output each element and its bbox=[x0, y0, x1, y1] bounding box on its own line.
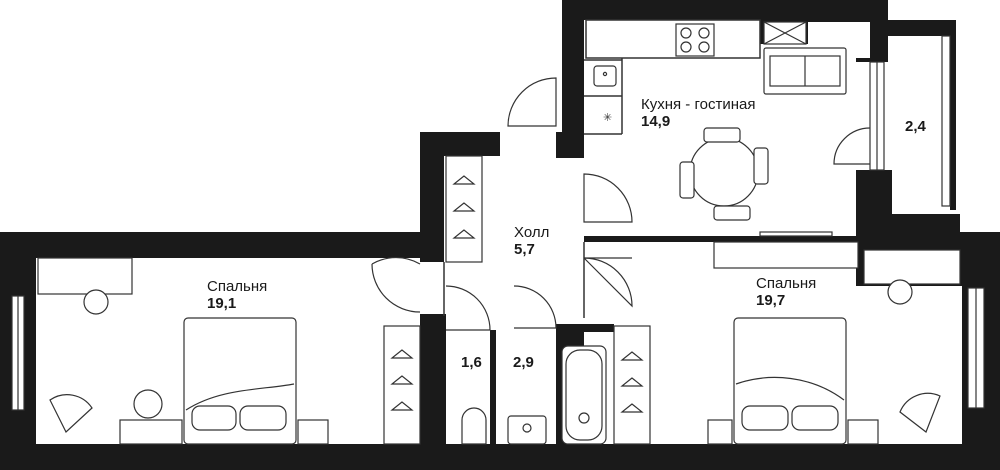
room-label-bedroom-left: Спальня 19,1 bbox=[207, 278, 267, 313]
hall-wardrobe bbox=[445, 155, 483, 263]
wall-bath-top bbox=[556, 324, 614, 332]
window-balcony bbox=[941, 35, 951, 207]
sanitary-fixtures bbox=[461, 345, 607, 445]
tv bbox=[759, 231, 833, 237]
kitchen-furniture: ✳ bbox=[593, 21, 847, 237]
room-area-bedroom-left: 19,1 bbox=[207, 295, 237, 313]
room-area-balcony: 2,4 bbox=[905, 118, 926, 135]
wall-hall-upper bbox=[420, 132, 500, 262]
doors bbox=[371, 77, 871, 331]
toilet bbox=[461, 407, 487, 445]
wall-left-bedroom-top bbox=[0, 232, 444, 258]
wall-balcony-right bbox=[950, 20, 956, 210]
nightstand-left-b bbox=[297, 419, 329, 445]
wall-bottom bbox=[0, 444, 1000, 470]
room-name-kitchen: Кухня - гостиная bbox=[641, 96, 756, 113]
svg-text:✳: ✳ bbox=[603, 111, 612, 124]
desk-right bbox=[863, 249, 961, 285]
wall-kitchen-bottom bbox=[584, 236, 856, 242]
desk-left bbox=[37, 257, 133, 295]
wardrobe-left bbox=[383, 325, 421, 445]
room-area-wc: 1,6 bbox=[461, 354, 482, 371]
room-label-balcony: 2,4 bbox=[905, 118, 926, 135]
room-label-kitchen: Кухня - гостиная 14,9 bbox=[641, 96, 755, 131]
room-label-wc: 1,6 bbox=[461, 354, 482, 371]
armchair-left bbox=[49, 394, 93, 433]
wall-balcony-top bbox=[888, 20, 956, 36]
room-label-hall: Холл 5,7 bbox=[514, 224, 549, 259]
dining-table bbox=[689, 137, 759, 207]
room-label-bathroom: 2,9 bbox=[513, 354, 534, 371]
wall-wc-bath-divider bbox=[490, 330, 496, 446]
right-bedroom-furniture bbox=[613, 241, 961, 445]
wall-wc-left bbox=[420, 314, 446, 446]
windows bbox=[11, 35, 985, 411]
wall-hall-right-stub bbox=[556, 132, 584, 158]
left-bedroom-furniture bbox=[37, 257, 421, 445]
partitions bbox=[443, 19, 761, 318]
room-area-bathroom: 2,9 bbox=[513, 354, 534, 371]
room-name-hall: Холл bbox=[514, 224, 550, 241]
wardrobe-right bbox=[613, 325, 651, 445]
dresser-right bbox=[713, 241, 859, 269]
room-name-bedroom-right: Спальня bbox=[756, 275, 817, 292]
nightstand-left-a bbox=[119, 419, 183, 445]
room-area-hall: 5,7 bbox=[514, 241, 535, 259]
stove bbox=[675, 23, 715, 57]
armchair-right bbox=[899, 392, 941, 433]
room-area-kitchen: 14,9 bbox=[641, 113, 671, 131]
wall-balcony-bottom bbox=[856, 170, 892, 210]
room-label-bedroom-right: Спальня 19,7 bbox=[756, 275, 816, 310]
room-area-bedroom-right: 19,7 bbox=[756, 292, 786, 310]
room-name-bedroom-left: Спальня bbox=[207, 278, 268, 295]
wall-kitchen-right-upper bbox=[856, 58, 888, 62]
